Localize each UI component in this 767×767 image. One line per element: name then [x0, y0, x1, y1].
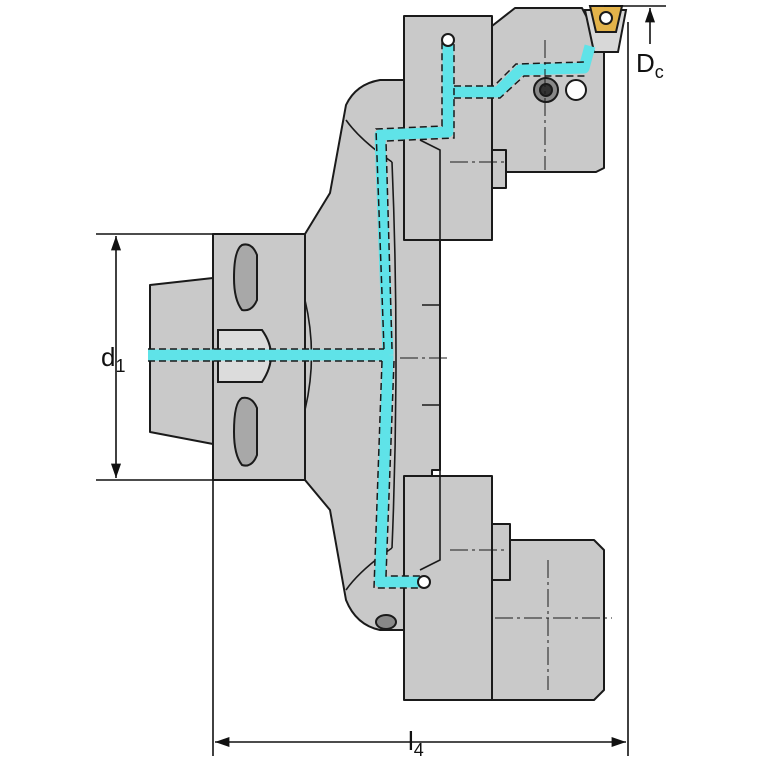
- bottom-plug: [375, 614, 397, 630]
- upper-plug: [441, 33, 455, 47]
- coolant-lower-channel: [374, 354, 420, 588]
- l4-label: l4: [408, 726, 424, 760]
- clamp-top: [491, 149, 507, 189]
- pin-hole: [565, 79, 587, 101]
- d1-label: d1: [101, 342, 125, 376]
- dimension-lines: [96, 5, 666, 756]
- fasteners: [375, 33, 587, 630]
- coolant-upper-channel: [374, 40, 454, 356]
- dc-label: Dc: [636, 48, 664, 82]
- coolant-dashes: [148, 40, 588, 589]
- slot-upper: [232, 243, 258, 312]
- slot-lower: [232, 396, 258, 467]
- clamp-bottom: [491, 523, 511, 581]
- adjust-screw-inner: [539, 83, 553, 97]
- shank-slots: [217, 243, 272, 467]
- center-lines: [400, 40, 612, 690]
- coolant-channels: [148, 40, 596, 588]
- cutting-insert-group: [583, 5, 628, 53]
- insert-screw-hole: [599, 11, 613, 25]
- lower-plug: [417, 575, 431, 589]
- coolant-upper-branch: [448, 44, 596, 98]
